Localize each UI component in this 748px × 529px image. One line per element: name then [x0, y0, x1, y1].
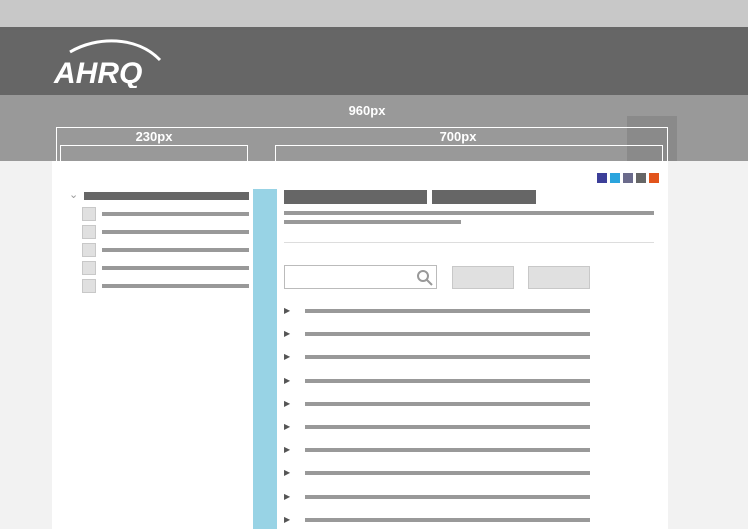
sidebar-width-label: 230px: [135, 129, 173, 144]
sidebar-item[interactable]: [82, 225, 249, 239]
sidebar-item-label: [102, 230, 249, 234]
triangle-right-icon[interactable]: ▶: [284, 306, 291, 315]
chevron-down-icon[interactable]: ⌄: [69, 189, 79, 201]
list-item-label: [305, 448, 590, 453]
list-item-label: [305, 494, 590, 499]
swatch: [610, 173, 620, 183]
triangle-right-icon[interactable]: ▶: [284, 398, 291, 408]
list-item-label: [305, 425, 590, 429]
checkbox[interactable]: [82, 207, 96, 221]
list-item[interactable]: ▶: [284, 399, 590, 409]
site-header: [0, 27, 748, 95]
ahrq-logo[interactable]: AHRQ: [52, 38, 172, 88]
top-strip: [0, 0, 748, 27]
search-icon[interactable]: [416, 269, 434, 287]
description-line: [284, 211, 654, 215]
color-swatches: [597, 173, 659, 183]
sidebar-heading[interactable]: [84, 192, 249, 200]
sidebar-item-label: [102, 284, 249, 288]
list-item[interactable]: ▶: [284, 515, 590, 525]
list-item[interactable]: ▶: [284, 376, 590, 386]
action-button-1[interactable]: [452, 266, 514, 289]
sidebar-item-label: [102, 266, 249, 270]
list-item-label: [305, 378, 590, 383]
checkbox[interactable]: [82, 243, 96, 257]
page-subtitle-block: [432, 190, 536, 204]
triangle-right-icon[interactable]: ▶: [284, 468, 291, 478]
section-divider: [284, 242, 654, 243]
gutter-tab: [627, 116, 677, 161]
list-item[interactable]: ▶: [284, 306, 590, 316]
list-item[interactable]: ▶: [284, 468, 590, 478]
swatch: [597, 173, 607, 183]
sidebar-width-bracket: [60, 145, 248, 161]
list-item[interactable]: ▶: [284, 445, 590, 455]
swatch: [623, 173, 633, 183]
swatch: [636, 173, 646, 183]
content-width-bracket: [275, 145, 663, 161]
triangle-right-icon[interactable]: ▶: [284, 352, 291, 362]
list-item-label: [305, 332, 590, 337]
column-divider: [253, 189, 277, 529]
sidebar-item[interactable]: [82, 279, 249, 293]
sidebar-item[interactable]: [82, 243, 249, 257]
description-line: [284, 220, 461, 224]
checkbox[interactable]: [82, 279, 96, 293]
list-item[interactable]: ▶: [284, 492, 590, 502]
action-button-2[interactable]: [528, 266, 590, 289]
triangle-right-icon[interactable]: ▶: [284, 514, 291, 524]
triangle-right-icon[interactable]: ▶: [284, 375, 291, 385]
page-title-block: [284, 190, 427, 204]
checkbox[interactable]: [82, 261, 96, 275]
content-width-label: 700px: [439, 129, 477, 144]
total-width-bracket: [56, 127, 668, 161]
list-item-label: [305, 309, 590, 313]
sidebar-item[interactable]: [82, 261, 249, 275]
triangle-right-icon[interactable]: ▶: [284, 329, 291, 339]
triangle-right-icon[interactable]: ▶: [284, 445, 291, 455]
list-item-label: [305, 517, 590, 522]
list-item-label: [305, 471, 590, 476]
layout-band: [0, 95, 748, 161]
logo-text: AHRQ: [53, 57, 142, 88]
total-width-label: 960px: [348, 103, 386, 118]
list-item[interactable]: ▶: [284, 329, 590, 339]
search-input[interactable]: [284, 265, 437, 289]
sidebar-item-label: [102, 248, 249, 252]
checkbox[interactable]: [82, 225, 96, 239]
list-item-label: [305, 401, 590, 406]
sidebar-item[interactable]: [82, 207, 249, 221]
list-item[interactable]: ▶: [284, 352, 590, 362]
sidebar-item-label: [102, 212, 249, 216]
triangle-right-icon[interactable]: ▶: [284, 422, 291, 431]
swatch: [649, 173, 659, 183]
list-item-label: [305, 355, 590, 360]
triangle-right-icon[interactable]: ▶: [284, 491, 291, 501]
list-item[interactable]: ▶: [284, 422, 590, 432]
